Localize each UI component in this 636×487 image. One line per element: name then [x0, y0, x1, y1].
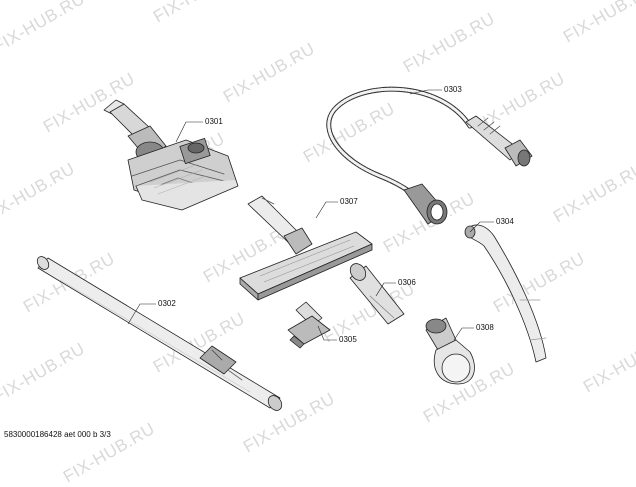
extension-tube-drawing — [36, 256, 283, 411]
upholstery-nozzle-drawing — [287, 301, 331, 349]
drawing-reference-footer: 5830000186428 aet 000 b 3/3 — [4, 430, 111, 439]
turbo-brush-drawing — [103, 99, 239, 211]
callout-0308: 0308 — [476, 323, 494, 332]
leader-line-0304 — [469, 221, 494, 233]
crevice-nozzle-drawing — [349, 263, 405, 325]
callout-0303: 0303 — [444, 85, 462, 94]
suction-hose-drawing — [326, 86, 533, 225]
leader-line-0302 — [127, 303, 156, 325]
dusting-nozzle-drawing — [425, 317, 475, 385]
parts-drawing — [36, 86, 547, 411]
callout-0302: 0302 — [158, 299, 176, 308]
floor-nozzle-drawing — [239, 195, 373, 301]
callout-0307: 0307 — [340, 197, 358, 206]
leader-line-0306 — [375, 282, 396, 297]
leader-line-0303 — [409, 89, 442, 95]
leader-line-0301 — [175, 121, 203, 143]
hose-handle-drawing — [464, 224, 547, 363]
leader-line-0305 — [317, 325, 337, 341]
callout-0304: 0304 — [496, 217, 514, 226]
callout-0301: 0301 — [205, 117, 223, 126]
leader-line-0307 — [315, 201, 338, 219]
callout-0305: 0305 — [339, 335, 357, 344]
leader-line-0308 — [453, 327, 474, 341]
callout-0306: 0306 — [398, 278, 416, 287]
